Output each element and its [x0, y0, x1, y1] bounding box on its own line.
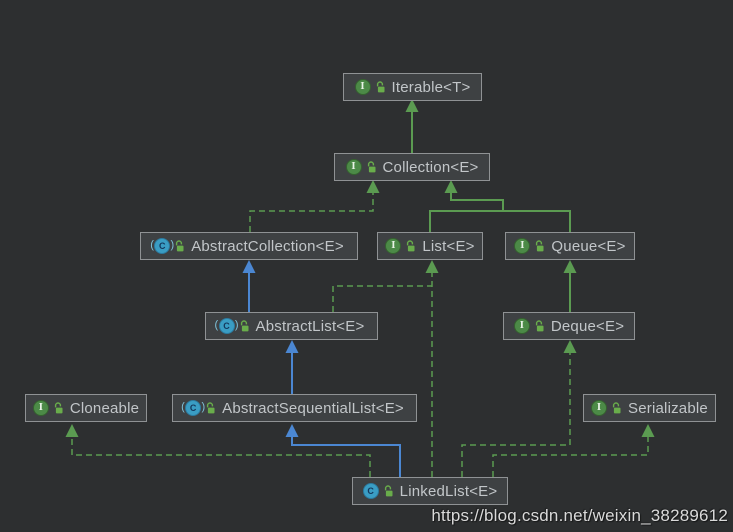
abstract-paren: )	[201, 401, 206, 413]
edge-linkedlist-implements-cloneable	[65, 424, 371, 477]
edge-linkedlist-implements-list	[425, 260, 439, 477]
public-lock-icon	[611, 401, 622, 415]
node-abstract-collection[interactable]: ( C ) AbstractCollection<E>	[140, 232, 358, 260]
interface-icon: I	[354, 79, 371, 95]
node-abstract-list[interactable]: ( C ) AbstractList<E>	[205, 312, 378, 340]
node-label: Serializable	[628, 399, 708, 417]
abstract-paren: )	[234, 319, 239, 331]
edge-abstractlist-implements-list	[332, 285, 432, 312]
abstract-class-icon: ( C )	[150, 238, 174, 254]
node-cloneable[interactable]: I Cloneable	[25, 394, 147, 422]
node-label: Queue<E>	[551, 237, 626, 255]
node-label: AbstractList<E>	[255, 317, 365, 335]
public-lock-icon	[383, 484, 394, 498]
node-label: LinkedList<E>	[399, 482, 498, 500]
edge-abstractlist-extends-abstractcollection	[242, 260, 256, 312]
interface-icon: I	[32, 400, 49, 416]
public-lock-icon	[366, 160, 377, 174]
public-lock-icon	[174, 239, 185, 253]
abstract-paren: (	[214, 319, 219, 331]
edge-asl-extends-abstractlist	[285, 340, 299, 394]
node-label: List<E>	[422, 237, 475, 255]
interface-icon-letter: I	[391, 240, 396, 251]
node-list[interactable]: I List<E>	[377, 232, 483, 260]
edge-linkedlist-implements-deque	[461, 340, 577, 477]
node-serializable[interactable]: I Serializable	[583, 394, 716, 422]
abstract-class-icon: ( C )	[181, 400, 205, 416]
node-label: AbstractSequentialList<E>	[222, 399, 404, 417]
class-icon: C	[362, 483, 379, 499]
public-lock-icon	[53, 401, 64, 415]
interface-icon: I	[514, 238, 531, 254]
node-label: Deque<E>	[550, 317, 625, 335]
edge-collection-extends-iterable	[405, 99, 419, 153]
class-icon-letter: C	[158, 241, 166, 251]
node-linked-list[interactable]: C LinkedList<E>	[352, 477, 508, 505]
node-label: Collection<E>	[382, 158, 479, 176]
edge-linkedlist-implements-serializable	[492, 424, 655, 477]
interface-icon-letter: I	[520, 240, 525, 251]
interface-icon-letter: I	[360, 81, 365, 92]
interface-icon: I	[513, 318, 530, 334]
node-iterable[interactable]: I Iterable<T>	[343, 73, 482, 101]
csdn-watermark: https://blog.csdn.net/weixin_38289612	[431, 506, 728, 525]
abstract-class-icon: ( C )	[215, 318, 239, 334]
node-abstract-sequential-list[interactable]: ( C ) AbstractSequentialList<E>	[172, 394, 417, 422]
abstract-paren: (	[150, 239, 154, 251]
node-label: AbstractCollection<E>	[191, 237, 344, 255]
public-lock-icon	[205, 401, 216, 415]
class-icon-letter: C	[367, 486, 374, 496]
interface-icon-letter: I	[351, 161, 356, 172]
public-lock-icon	[534, 319, 545, 333]
public-lock-icon	[534, 239, 545, 253]
public-lock-icon	[405, 239, 416, 253]
node-label: Iterable<T>	[391, 78, 471, 96]
interface-icon: I	[591, 400, 608, 416]
abstract-paren: (	[181, 401, 185, 413]
edge-list-extends-collection	[429, 180, 571, 232]
class-icon-letter: C	[223, 321, 230, 331]
abstract-paren: )	[170, 239, 175, 251]
interface-icon-letter: I	[38, 402, 43, 413]
edge-linkedlist-extends-asl	[285, 424, 401, 477]
edge-deque-extends-queue	[563, 260, 577, 312]
interface-icon: I	[385, 238, 402, 254]
public-lock-icon	[239, 319, 250, 333]
node-queue[interactable]: I Queue<E>	[505, 232, 635, 260]
node-label: Cloneable	[69, 399, 140, 417]
interface-icon-letter: I	[519, 320, 524, 331]
interface-icon-letter: I	[596, 402, 602, 413]
interface-icon: I	[345, 159, 362, 175]
class-icon-letter: C	[189, 403, 197, 413]
public-lock-icon	[375, 80, 386, 94]
node-collection[interactable]: I Collection<E>	[334, 153, 490, 181]
edge-abstractcollection-implements-collection	[249, 180, 380, 232]
node-deque[interactable]: I Deque<E>	[503, 312, 635, 340]
